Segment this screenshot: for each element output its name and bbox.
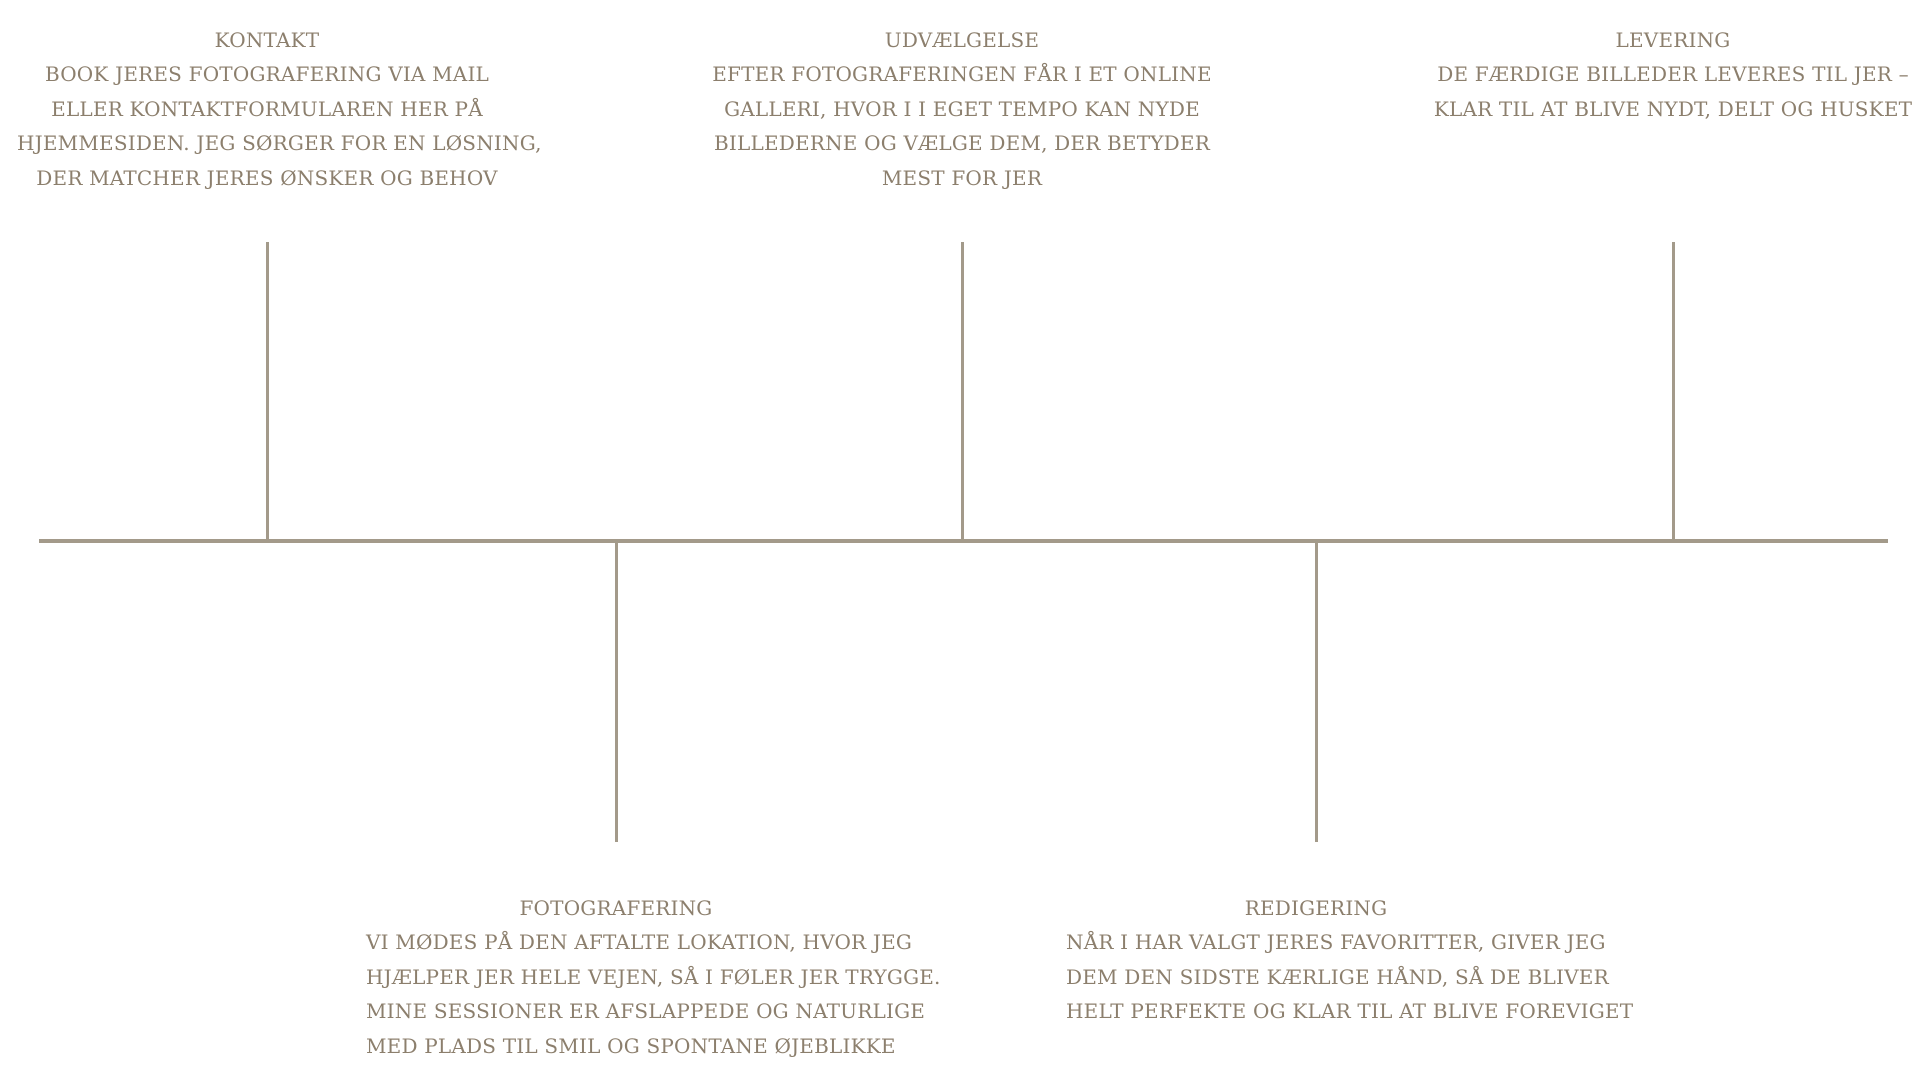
step-text-line: DER MATCHER JERES ØNSKER OG BEHOV: [36, 165, 498, 190]
step-text-line: MINE SESSIONER ER AFSLAPPEDE OG NATURLIG…: [366, 999, 926, 1024]
timeline-step-redigering: REDIGERING NÅR I HAR VALGT JERES FAVORIT…: [1066, 891, 1634, 1029]
timeline-stem-fotografering: [615, 541, 618, 842]
step-text-line: HJÆLPER JER HELE VEJEN, SÅ I FØLER JER T…: [366, 964, 941, 989]
timeline-stem-levering: [1672, 242, 1675, 541]
step-title: REDIGERING: [1244, 896, 1388, 920]
timeline-stem-redigering: [1315, 541, 1318, 842]
step-title: LEVERING: [1615, 28, 1731, 52]
step-text-line: BOOK JERES FOTOGRAFERING VIA MAIL: [44, 62, 490, 87]
step-text-line: DE FÆRDIGE BILLEDER LEVERES TIL JER –: [1437, 62, 1909, 87]
timeline-step-fotografering: FOTOGRAFERING VI MØDES PÅ DEN AFTALTE LO…: [366, 891, 941, 1063]
step-title: FOTOGRAFERING: [519, 896, 713, 920]
step-title: KONTAKT: [214, 28, 320, 52]
step-text-line: VI MØDES PÅ DEN AFTALTE LOKATION, HVOR J…: [366, 930, 913, 955]
step-text-line: NÅR I HAR VALGT JERES FAVORITTER, GIVER …: [1066, 930, 1606, 955]
step-text-line: MEST FOR JER: [881, 165, 1043, 190]
step-text-line: EFTER FOTOGRAFERINGEN FÅR I ET ONLINE: [712, 62, 1212, 87]
timeline-stem-udvaelgelse: [961, 242, 964, 541]
step-text-line: KLAR TIL AT BLIVE NYDT, DELT OG HUSKET: [1433, 96, 1913, 121]
timeline-axis: [39, 539, 1888, 543]
step-text-line: BILLEDERNE OG VÆLGE DEM, DER BETYDER: [714, 131, 1210, 156]
step-text-line: GALLERI, HVOR I I EGET TEMPO KAN NYDE: [724, 96, 1200, 121]
timeline-stem-kontakt: [266, 242, 269, 541]
timeline-step-levering: LEVERING DE FÆRDIGE BILLEDER LEVERES TIL…: [1423, 23, 1920, 126]
step-text-line: HJEMMESIDEN. JEG SØRGER FOR EN LØSNING,: [17, 131, 542, 156]
step-text-line: HELT PERFEKTE OG KLAR TIL AT BLIVE FOREV…: [1066, 999, 1634, 1024]
step-text-line: ELLER KONTAKTFORMULAREN HER PÅ: [51, 96, 483, 121]
timeline-step-udvaelgelse: UDVÆLGELSE EFTER FOTOGRAFERINGEN FÅR I E…: [712, 23, 1212, 195]
step-text-line: DEM DEN SIDSTE KÆRLIGE HÅND, SÅ DE BLIVE…: [1066, 964, 1609, 989]
timeline-step-kontakt: KONTAKT BOOK JERES FOTOGRAFERING VIA MAI…: [17, 23, 542, 195]
step-title: UDVÆLGELSE: [884, 28, 1040, 52]
step-text-line: MED PLADS TIL SMIL OG SPONTANE ØJEBLIKKE: [366, 1033, 896, 1058]
